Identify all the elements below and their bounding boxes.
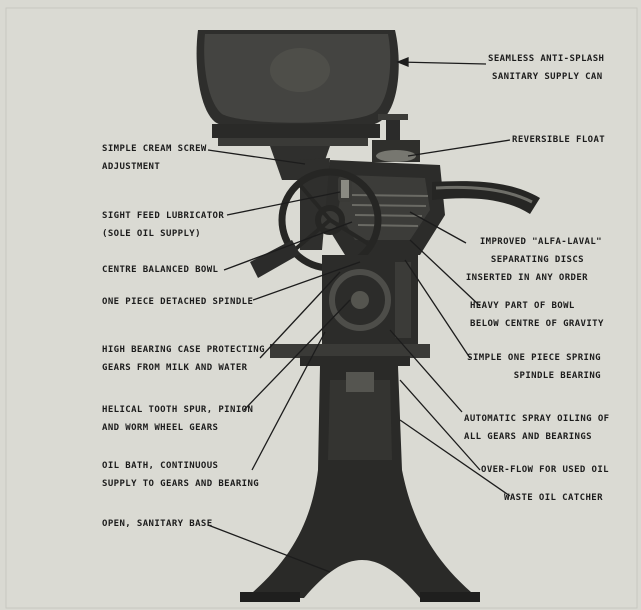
- label-line: SIGHT FEED LUBRICATOR: [102, 207, 224, 225]
- label-line: (SOLE OIL SUPPLY): [102, 225, 224, 243]
- label-line: SEAMLESS ANTI-SPLASH: [488, 50, 604, 68]
- label-line: OPEN, SANITARY BASE: [102, 515, 213, 533]
- label-line: IMPROVED "ALFA-LAVAL": [452, 233, 602, 251]
- label-line: BELOW CENTRE OF GRAVITY: [470, 315, 604, 333]
- label-line: SIMPLE CREAM SCREW: [102, 140, 207, 158]
- label-line: INSERTED IN ANY ORDER: [452, 269, 602, 287]
- label-centre-bowl: CENTRE BALANCED BOWL: [102, 261, 218, 279]
- label-cream-screw: SIMPLE CREAM SCREW ADJUSTMENT: [102, 140, 207, 176]
- gear-case-shape: [322, 255, 418, 345]
- label-bearing-case: HIGH BEARING CASE PROTECTING GEARS FROM …: [102, 341, 265, 377]
- label-line: AND WORM WHEEL GEARS: [102, 419, 253, 437]
- label-line: HELICAL TOOTH SPUR, PINION: [102, 401, 253, 419]
- label-line: ALL GEARS AND BEARINGS: [464, 428, 609, 446]
- label-overflow: OVER-FLOW FOR USED OIL: [481, 461, 609, 479]
- label-heavy-part: HEAVY PART OF BOWL BELOW CENTRE OF GRAVI…: [470, 297, 604, 333]
- platform-shape: [270, 344, 430, 358]
- label-base: OPEN, SANITARY BASE: [102, 515, 213, 533]
- label-spring-bearing: SIMPLE ONE PIECE SPRING SPINDLE BEARING: [455, 349, 601, 385]
- label-line: WASTE OIL CATCHER: [504, 489, 603, 507]
- label-line: SEPARATING DISCS: [452, 251, 602, 269]
- label-line: SANITARY SUPPLY CAN: [488, 68, 604, 86]
- label-line: SUPPLY TO GEARS AND BEARING: [102, 475, 259, 493]
- label-line: SIMPLE ONE PIECE SPRING: [455, 349, 601, 367]
- label-line: OVER-FLOW FOR USED OIL: [481, 461, 609, 479]
- label-spray-oiling: AUTOMATIC SPRAY OILING OF ALL GEARS AND …: [464, 410, 609, 446]
- label-line: ADJUSTMENT: [102, 158, 207, 176]
- label-line: SPINDLE BEARING: [455, 367, 601, 385]
- label-oil-bath: OIL BATH, CONTINUOUS SUPPLY TO GEARS AND…: [102, 457, 259, 493]
- label-line: HEAVY PART OF BOWL: [470, 297, 604, 315]
- label-line: HIGH BEARING CASE PROTECTING: [102, 341, 265, 359]
- label-supply-can: SEAMLESS ANTI-SPLASH SANITARY SUPPLY CAN: [488, 50, 604, 86]
- supply-can-shape: [197, 30, 399, 146]
- label-waste-oil: WASTE OIL CATCHER: [504, 489, 603, 507]
- label-reversible-float: REVERSIBLE FLOAT: [512, 131, 605, 149]
- label-spindle: ONE PIECE DETACHED SPINDLE: [102, 293, 253, 311]
- label-helical-gears: HELICAL TOOTH SPUR, PINION AND WORM WHEE…: [102, 401, 253, 437]
- label-lubricator: SIGHT FEED LUBRICATOR (SOLE OIL SUPPLY): [102, 207, 224, 243]
- label-line: ONE PIECE DETACHED SPINDLE: [102, 293, 253, 311]
- label-line: AUTOMATIC SPRAY OILING OF: [464, 410, 609, 428]
- label-line: OIL BATH, CONTINUOUS: [102, 457, 259, 475]
- label-line: REVERSIBLE FLOAT: [512, 131, 605, 149]
- label-separating-discs: IMPROVED "ALFA-LAVAL" SEPARATING DISCS I…: [452, 233, 602, 287]
- label-line: GEARS FROM MILK AND WATER: [102, 359, 265, 377]
- label-line: CENTRE BALANCED BOWL: [102, 261, 218, 279]
